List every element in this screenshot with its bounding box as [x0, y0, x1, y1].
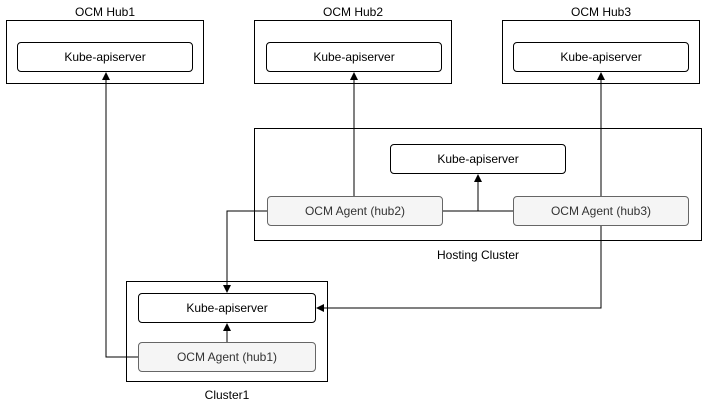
agent-hub1[interactable]: OCM Agent (hub1) [138, 342, 316, 372]
cluster1-title: Cluster1 [204, 388, 250, 402]
hub2-apiserver[interactable]: Kube-apiserver [266, 42, 442, 72]
hosting-apiserver[interactable]: Kube-apiserver [390, 144, 566, 174]
hosting-cluster-title: Hosting Cluster [436, 248, 520, 262]
hub1-container [6, 20, 204, 84]
edge-agent-hub1-to-hub1 [102, 72, 138, 358]
hub2-container [254, 20, 452, 84]
edge-agent-hub2-to-hosting [443, 174, 482, 212]
hub3-title: OCM Hub3 [570, 5, 632, 19]
hub2-title: OCM Hub2 [322, 5, 384, 19]
edge-agent-hub3-to-cluster1 [316, 226, 602, 312]
hub1-apiserver[interactable]: Kube-apiserver [17, 42, 193, 72]
hub1-title: OCM Hub1 [74, 5, 136, 19]
agent-hub3[interactable]: OCM Agent (hub3) [513, 196, 689, 226]
agent-hub2[interactable]: OCM Agent (hub2) [267, 196, 443, 226]
hosting-cluster-container [254, 128, 702, 241]
cluster1-apiserver[interactable]: Kube-apiserver [138, 293, 316, 323]
edge-agent-hub2-to-cluster1 [223, 210, 267, 293]
hub3-apiserver[interactable]: Kube-apiserver [513, 42, 689, 72]
